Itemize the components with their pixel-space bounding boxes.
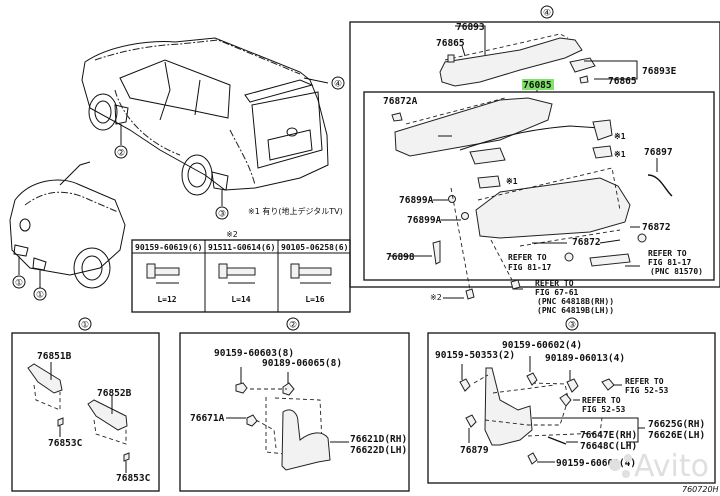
- svg-text:①: ①: [36, 291, 44, 301]
- ref-fig-52-53-b-line1: REFER TO: [582, 396, 621, 405]
- ref-fig-67-61-line1: REFER TO: [535, 279, 574, 288]
- label-76872-a: 76872: [642, 222, 671, 233]
- callout-1b: ①: [33, 287, 47, 301]
- label-76625g: 76625G(RH): [648, 419, 705, 430]
- svg-text:③: ③: [218, 210, 226, 220]
- ref-fig-81-17-a-line2: FIG 81-17: [508, 263, 552, 272]
- section-1-number: ①: [81, 321, 89, 331]
- bolt-part-3: 90105-06258(6): [281, 243, 348, 252]
- vehicle-front-illustration: [9, 161, 126, 289]
- callout-2: ②: [114, 145, 128, 159]
- ref-fig-52-53-a-line1: REFER TO: [625, 377, 664, 386]
- section-3: ③ 90159-50353(2) 90159-60602(4) 90189-06…: [427, 317, 716, 484]
- label-76648c: 76648C(LH): [580, 441, 637, 452]
- label-90159-60603: 90159-60603(8): [214, 348, 294, 359]
- label-76879: 76879: [460, 445, 489, 456]
- label-76853c-2: 76853C: [116, 473, 151, 484]
- ref-fig-52-53-a-line2: FIG 52-53: [625, 386, 669, 395]
- bolt-length-3: L=16: [305, 295, 324, 304]
- section-4-number: ④: [543, 9, 551, 19]
- label-76852b: 76852B: [97, 388, 132, 399]
- vehicle-rear-illustration: [81, 37, 329, 206]
- section-4: ④: [349, 5, 720, 315]
- label-76647e: 76647E(RH): [580, 430, 637, 441]
- label-76626e: 76626E(LH): [648, 430, 705, 441]
- section-1: ① 76851B 76853C 76852B 76853C: [11, 317, 160, 492]
- callout-3: ③: [215, 206, 229, 220]
- ref-fig-67-61-line3: (PNC 64818B(RH)): [537, 297, 614, 306]
- ref-fig-81-17-b-line2: FIG 81-17: [648, 258, 692, 267]
- svg-text:④: ④: [334, 80, 342, 90]
- label-76899a-2: 76899A: [407, 215, 442, 226]
- label-76898: 76898: [386, 252, 415, 263]
- mark-1-a: ※1: [614, 132, 626, 141]
- mark-1-b: ※1: [614, 150, 626, 159]
- label-76865-a: 76865: [436, 38, 465, 49]
- section-2-number: ②: [289, 321, 297, 331]
- label-76085: 76085: [523, 80, 552, 91]
- label-90189-06013: 90189-06013(4): [545, 353, 625, 364]
- bolt-part-2: 91511-G0614(6): [208, 243, 275, 252]
- label-76621d: 76621D(RH): [350, 434, 407, 445]
- label-76622d: 76622D(LH): [350, 445, 407, 456]
- label-90189-06065: 90189-06065(8): [262, 358, 342, 369]
- watermark: Avito: [609, 449, 709, 484]
- label-90159-60602-b: 90159-60602(4): [556, 458, 636, 469]
- bolt-length-2: L=14: [231, 295, 250, 304]
- ref-fig-52-53-b-line2: FIG 52-53: [582, 405, 626, 414]
- callout-4: ④: [331, 76, 345, 90]
- note-1-text: ※1 有り(地上デジタルTV): [248, 206, 343, 216]
- label-76872-b: 76872: [572, 237, 601, 248]
- label-76897: 76897: [644, 147, 673, 158]
- svg-text:②: ②: [117, 149, 125, 159]
- ref-fig-67-61-line4: (PNC 64819B(LH)): [537, 306, 614, 315]
- mark-1-c: ※1: [506, 177, 518, 186]
- label-76853c-1: 76853C: [48, 438, 83, 449]
- label-76893: 76893: [456, 22, 485, 33]
- note-2-mark: ※2: [226, 230, 238, 239]
- ref-fig-81-17-b-line1: REFER TO: [648, 249, 687, 258]
- label-90159-50353: 90159-50353(2): [435, 350, 515, 361]
- label-76893e: 76893E: [642, 66, 677, 77]
- label-76851b: 76851B: [37, 351, 72, 362]
- bolt-table: ※2 90159-60619(6) 91511-G0614(6) 90105-0…: [131, 230, 351, 313]
- mark-2: ※2: [430, 293, 442, 302]
- bolt-length-1: L=12: [157, 295, 176, 304]
- highlight-76085: [522, 79, 554, 90]
- label-90159-60602-a: 90159-60602(4): [502, 340, 582, 351]
- svg-text:①: ①: [15, 279, 23, 289]
- section-3-number: ③: [568, 321, 576, 331]
- diagram-code: 760720H: [682, 485, 719, 494]
- bolt-part-1: 90159-60619(6): [135, 243, 202, 252]
- ref-fig-81-17-b-line3: (PNC 81570): [650, 267, 703, 276]
- label-76671a: 76671A: [190, 413, 225, 424]
- watermark-text: Avito: [634, 449, 709, 484]
- label-76872a: 76872A: [383, 96, 418, 107]
- section-2: ② 90159-60603(8) 90189-06065(8) 76671A 7…: [179, 317, 410, 492]
- label-76899a-1: 76899A: [399, 195, 434, 206]
- ref-fig-67-61-line2: FIG 67-61: [535, 288, 579, 297]
- callout-1a: ①: [12, 275, 26, 289]
- ref-fig-81-17-a-line1: REFER TO: [508, 253, 547, 262]
- label-76865-b: 76865: [608, 76, 637, 87]
